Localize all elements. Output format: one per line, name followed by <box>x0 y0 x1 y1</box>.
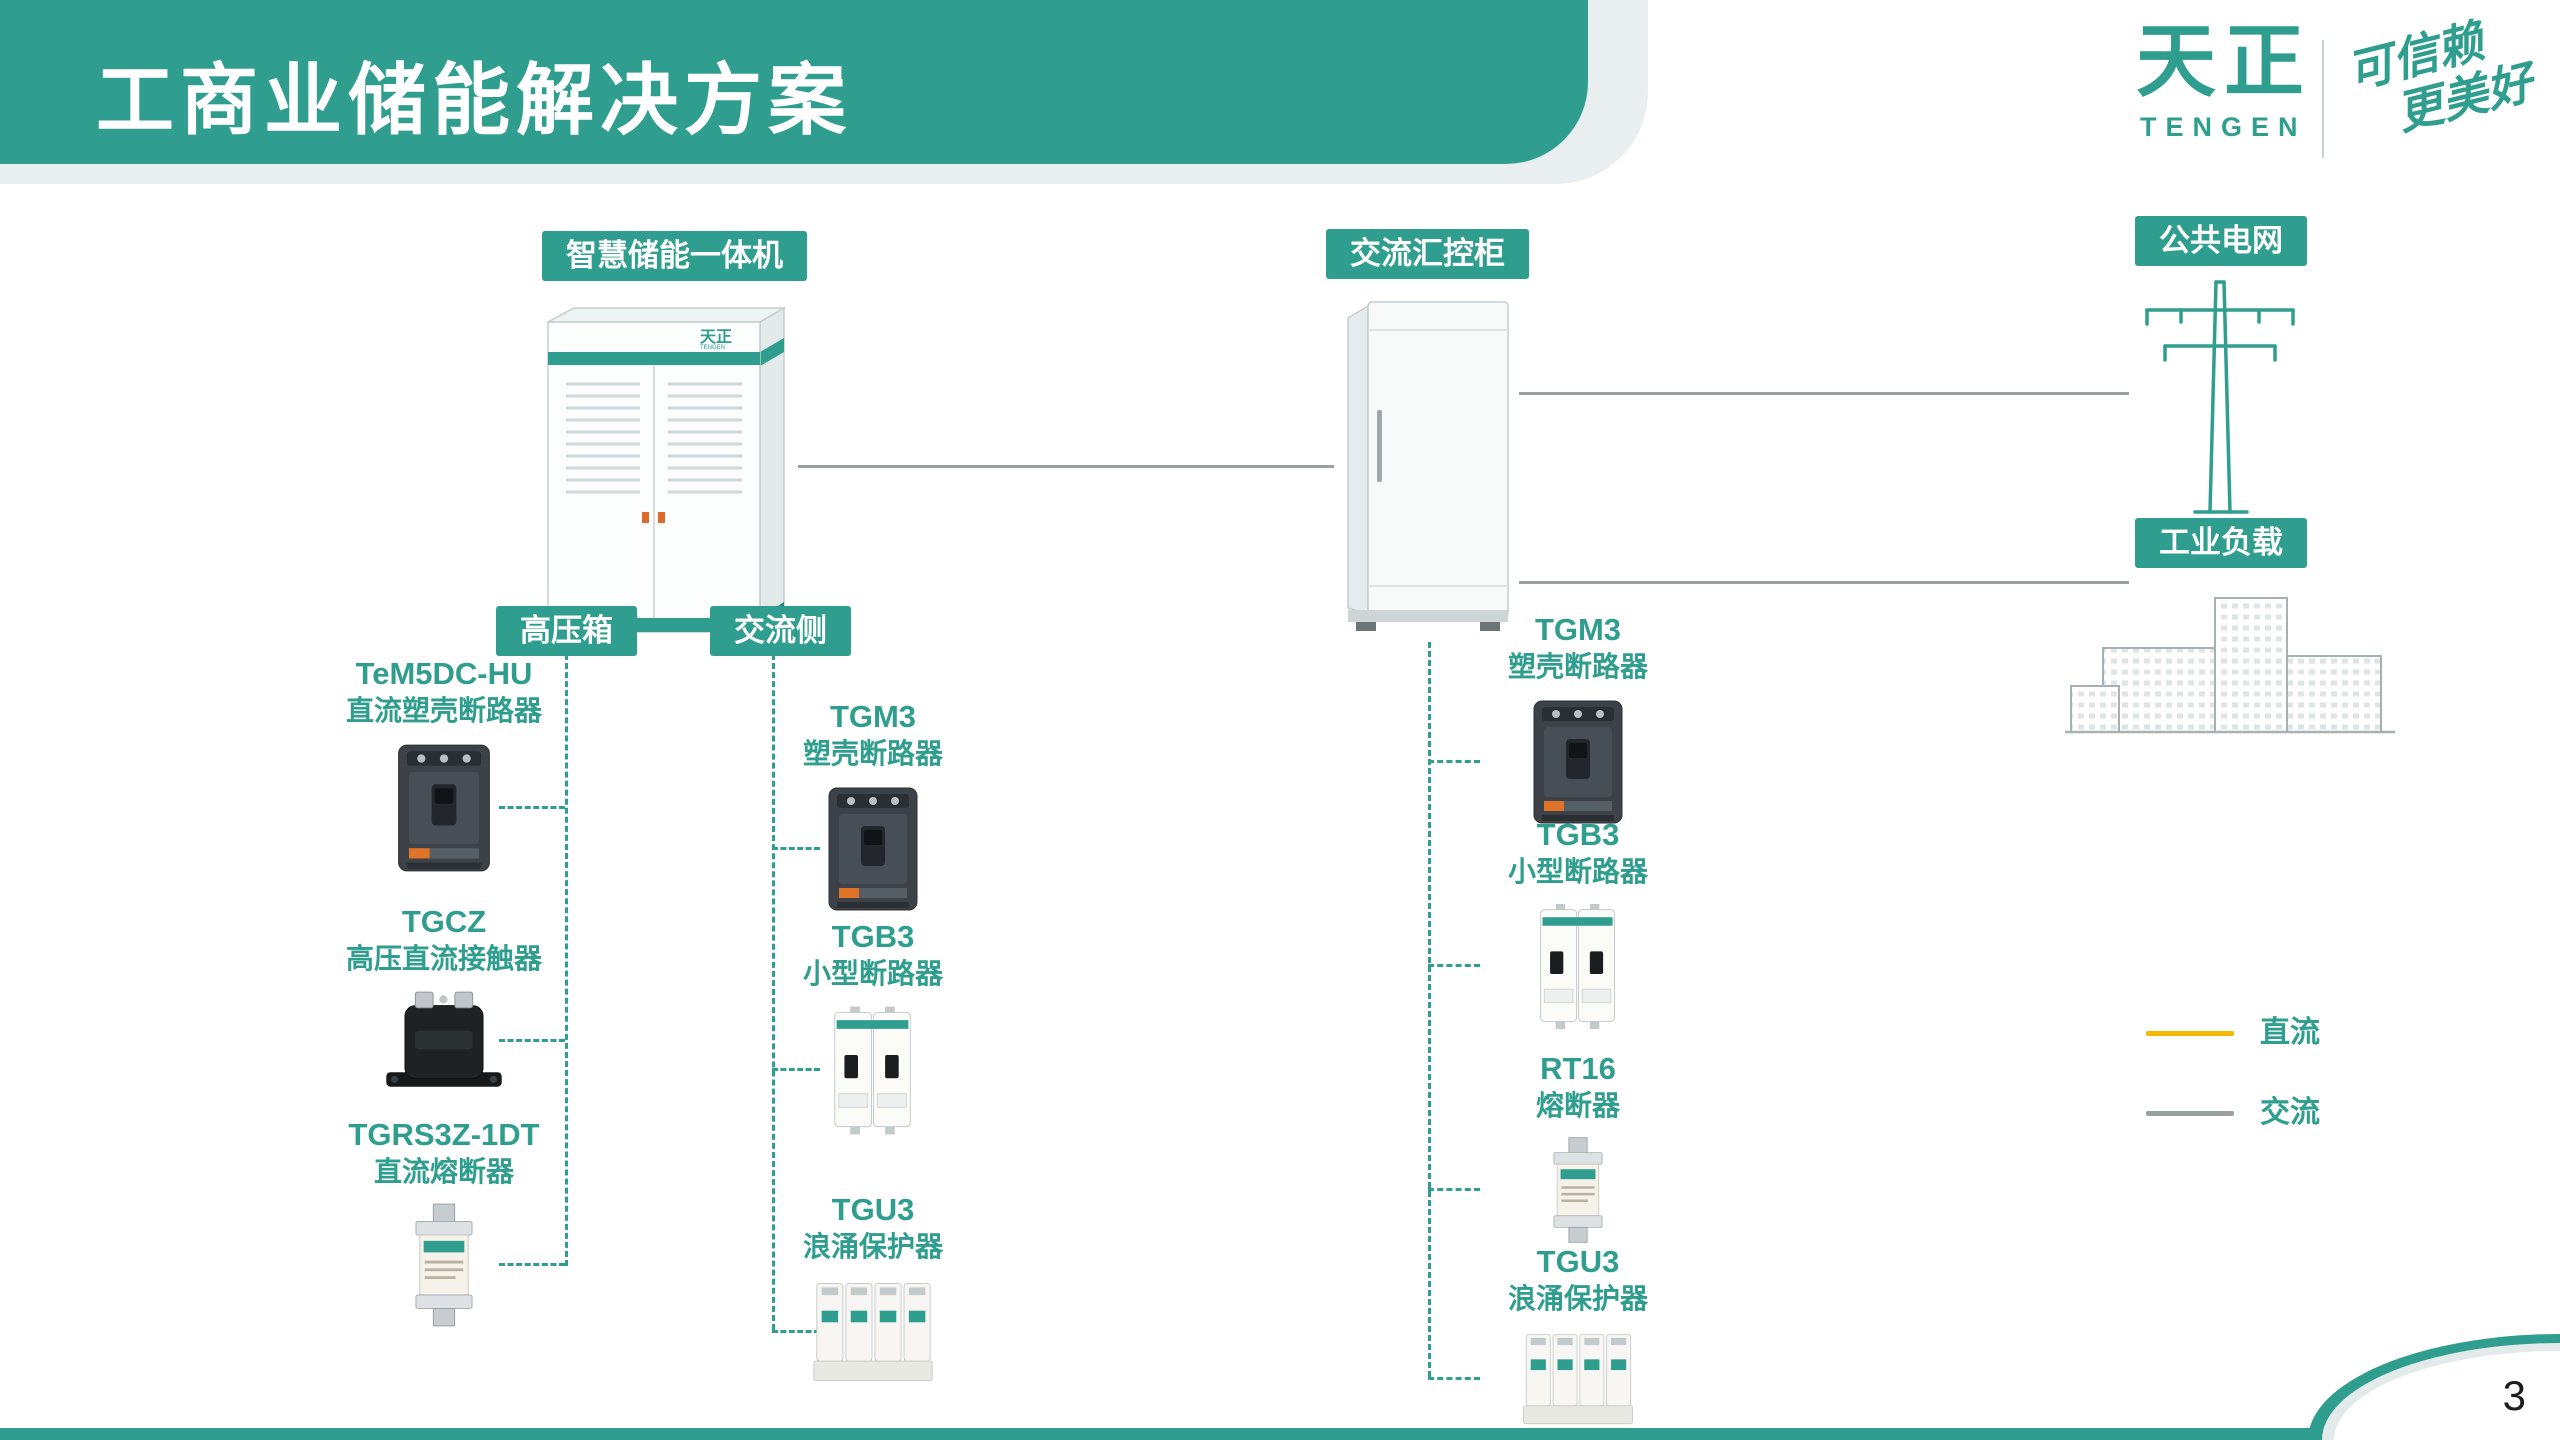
tengen-logo-wordmark: 天正 <box>2136 17 2312 106</box>
product-model: TGB3 <box>831 919 915 954</box>
dashed-stub-hvbox-3 <box>499 1263 565 1266</box>
product-name: 浪涌保护器 <box>1507 1283 1648 1314</box>
product-name: 高压直流接触器 <box>345 943 542 974</box>
legend-dc-swatch <box>2146 1030 2234 1036</box>
spd-icon <box>810 1277 936 1387</box>
product-name: 小型断路器 <box>802 958 943 989</box>
mccb-icon <box>392 741 496 875</box>
tengen-logo-subtext: TENGEN <box>2140 112 2307 142</box>
product-model: TGCZ <box>401 904 487 939</box>
product-item-cab-tgm3: TGM3 塑壳断路器 <box>1428 611 1728 827</box>
product-model: TGRS3Z-1DT <box>348 1117 540 1152</box>
cabinet-logo-subtext: TENGEN <box>700 345 725 351</box>
dc-fuse-icon <box>386 1202 502 1328</box>
ac-line-cabinet-to-load <box>1519 581 2129 584</box>
product-model: TGB3 <box>1536 817 1620 852</box>
product-item-cab-tgb3: TGB3 小型断路器 <box>1428 816 1728 1030</box>
mccb-icon <box>823 784 923 914</box>
tag-hv-box: 高压箱 <box>496 606 637 656</box>
ac-line-storage-to-cabinet <box>798 465 1334 468</box>
legend-row-ac: 交流 <box>2146 1098 2320 1128</box>
dc-contactor-icon <box>384 989 504 1093</box>
product-item-cab-rt16: RT16 熔断器 <box>1428 1050 1728 1244</box>
logo-divider <box>2322 40 2324 158</box>
dashed-stub-accabinet-4 <box>1428 1377 1480 1380</box>
product-item-acside-tgu3: TGU3 浪涌保护器 <box>723 1191 1023 1387</box>
product-item-tgrs3z: TGRS3Z-1DT 直流熔断器 <box>294 1116 594 1328</box>
dashed-stub-acside-1 <box>772 847 820 850</box>
brand-slogan: 可信赖 更美好 <box>2342 6 2538 149</box>
spd-icon <box>1518 1329 1638 1429</box>
page-number: 3 <box>2502 1372 2526 1419</box>
bottom-corner-white-arc <box>2334 1351 2560 1440</box>
product-name: 浪涌保护器 <box>802 1231 943 1262</box>
dashed-connector-accabinet <box>1428 642 1431 1377</box>
industrial-load-building-illustration <box>2065 590 2395 742</box>
dashed-stub-hvbox-2 <box>499 1039 565 1042</box>
power-grid-pole-illustration <box>2135 268 2305 520</box>
fuse-icon <box>1528 1136 1628 1244</box>
mccb-icon <box>1528 697 1628 827</box>
product-item-tem5dc: TeM5DC-HU 直流塑壳断路器 <box>294 655 594 875</box>
product-item-tgcz: TGCZ 高压直流接触器 <box>294 903 594 1093</box>
page-title: 工商业储能解决方案 <box>96 56 853 144</box>
product-model: TeM5DC-HU <box>355 656 533 691</box>
mcb-icon <box>1533 902 1623 1030</box>
product-item-acside-tgb3: TGB3 小型断路器 <box>723 918 1023 1136</box>
dashed-connector-acside <box>772 654 775 1330</box>
dashed-stub-acside-3 <box>772 1330 820 1333</box>
legend-ac-swatch <box>2146 1110 2234 1116</box>
storage-cabinet-illustration: 天正 TENGEN <box>538 300 798 645</box>
bottom-accent-bar <box>0 1428 2560 1440</box>
dashed-stub-accabinet-1 <box>1428 760 1480 763</box>
dashed-stub-accabinet-3 <box>1428 1188 1480 1191</box>
dashed-stub-hvbox-1 <box>499 806 565 809</box>
header-banner <box>0 0 1588 164</box>
product-model: TGM3 <box>1534 612 1622 647</box>
tag-storage-unit: 智慧储能一体机 <box>542 231 807 281</box>
product-name: 塑壳断路器 <box>1507 651 1648 682</box>
legend-ac-label: 交流 <box>2260 1096 2320 1129</box>
tag-public-grid: 公共电网 <box>2135 216 2307 266</box>
legend-row-dc: 直流 <box>2146 1018 2320 1048</box>
ac-line-cabinet-to-grid <box>1519 392 2129 395</box>
product-item-acside-tgm3: TGM3 塑壳断路器 <box>723 698 1023 914</box>
dashed-stub-accabinet-2 <box>1428 964 1480 967</box>
product-model: TGU3 <box>831 1192 915 1227</box>
ac-control-cabinet-illustration <box>1334 292 1519 642</box>
dashed-connector-hvbox <box>565 654 568 1266</box>
product-item-cab-tgu3: TGU3 浪涌保护器 <box>1428 1243 1728 1429</box>
product-model: RT16 <box>1540 1051 1616 1086</box>
cabinet-logo-wordmark: 天正 <box>700 329 732 346</box>
product-name: 小型断路器 <box>1507 856 1648 887</box>
tag-industrial-load: 工业负载 <box>2135 518 2307 568</box>
legend-dc-label: 直流 <box>2260 1016 2320 1049</box>
product-name: 直流塑壳断路器 <box>345 695 542 726</box>
dashed-stub-acside-2 <box>772 1068 820 1071</box>
product-model: TGM3 <box>829 699 917 734</box>
mcb-icon <box>827 1004 919 1136</box>
product-name: 熔断器 <box>1535 1090 1620 1121</box>
product-name: 塑壳断路器 <box>802 738 943 769</box>
product-model: TGU3 <box>1536 1244 1620 1279</box>
tag-ac-side: 交流侧 <box>710 606 851 656</box>
product-name: 直流熔断器 <box>373 1156 514 1187</box>
tag-ac-cabinet: 交流汇控柜 <box>1326 229 1529 279</box>
